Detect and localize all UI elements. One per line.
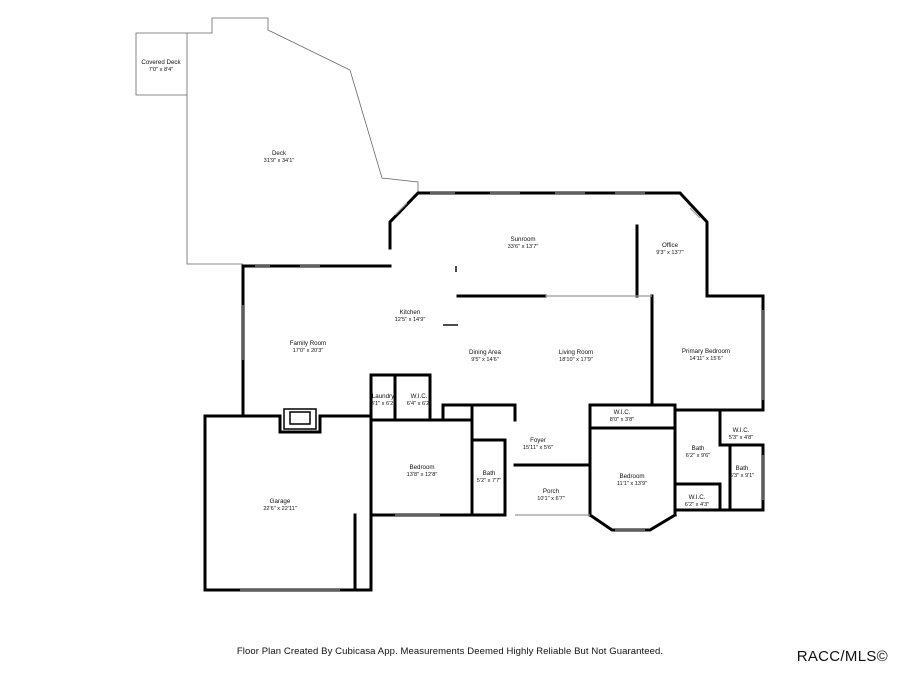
room-dims-wic-laundry: 6'4" x 6'2": [407, 401, 431, 407]
interior-walls-thin: [443, 266, 458, 326]
room-name-foyer: Foyer: [530, 437, 546, 444]
room-name-primary-bedroom: Primary Bedroom: [682, 348, 730, 355]
room-dims-deck: 31'9" x 34'1": [264, 158, 295, 164]
room-dims-dining-area: 9'5" x 14'6": [471, 357, 499, 363]
room-name-kitchen: Kitchen: [400, 309, 421, 316]
deck-outline: [186, 17, 419, 265]
room-dims-kitchen: 12'5" x 14'9": [395, 317, 426, 323]
house-windows: [240, 265, 764, 591]
room-dims-wic-mid: 8'0" x 3'8": [610, 417, 634, 423]
room-dims-porch: 10'1" x 6'7": [537, 496, 565, 502]
room-dims-bedroom-left: 13'8" x 12'8": [407, 472, 438, 478]
room-dims-family-room: 17'0" x 20'3": [293, 348, 324, 354]
room-dims-bath-right: 5'3" x 9'1": [730, 473, 754, 479]
room-name-garage: Garage: [270, 498, 291, 505]
room-name-wic-bottom: W.I.C.: [689, 494, 706, 501]
room-name-deck: Deck: [272, 150, 287, 157]
room-dims-office: 9'3" x 13'7": [656, 250, 684, 256]
room-name-dining-area: Dining Area: [469, 349, 502, 356]
room-name-bath-primary: Bath: [692, 445, 705, 452]
room-dims-wic-bottom: 6'2" x 4'3": [685, 502, 709, 508]
room-name-office: Office: [662, 242, 679, 249]
room-dims-living-room: 18'10" x 17'9": [559, 357, 593, 363]
room-dims-wic-right: 5'3" x 4'8": [729, 435, 753, 441]
room-name-bath-left: Bath: [483, 470, 496, 477]
sunroom-walls: [241, 191, 709, 298]
room-dims-garage: 22'6" x 22'11": [263, 506, 296, 512]
room-name-wic-laundry: W.I.C.: [411, 393, 428, 400]
room-name-laundry: Laundry: [372, 393, 395, 400]
room-dims-covered-deck: 7'0" x 8'4": [149, 67, 173, 73]
sunroom-windows: [394, 192, 701, 219]
room-name-living-room: Living Room: [559, 349, 593, 356]
room-dims-bath-primary: 6'2" x 9'6": [686, 453, 710, 459]
room-name-covered-deck: Covered Deck: [141, 59, 181, 66]
room-dims-primary-bedroom: 14'11" x 15'6": [689, 356, 722, 362]
room-name-family-room: Family Room: [290, 340, 326, 347]
room-name-bath-right: Bath: [736, 465, 749, 472]
house-walls: [203, 264, 765, 592]
room-name-wic-mid: W.I.C.: [614, 409, 631, 416]
room-name-bedroom-left: Bedroom: [409, 464, 434, 471]
mls-watermark: RACC/MLS©: [796, 648, 888, 665]
room-name-bedroom-right: Bedroom: [619, 473, 644, 480]
disclaimer-text: Floor Plan Created By Cubicasa App. Meas…: [236, 646, 664, 657]
room-name-porch: Porch: [543, 488, 560, 495]
room-dims-bath-left: 5'2" x 7'7": [477, 478, 501, 484]
room-dims-foyer: 15'11" x 5'6": [523, 445, 553, 451]
room-dims-bedroom-right: 11'1" x 13'9": [617, 481, 647, 487]
room-dims-laundry: 3'1" x 6'2": [371, 401, 395, 407]
room-name-sunroom: Sunroom: [510, 236, 535, 243]
fireplace: [283, 408, 317, 430]
room-dims-sunroom: 33'6" x 13'7": [508, 244, 539, 250]
room-name-wic-right: W.I.C.: [733, 427, 750, 434]
